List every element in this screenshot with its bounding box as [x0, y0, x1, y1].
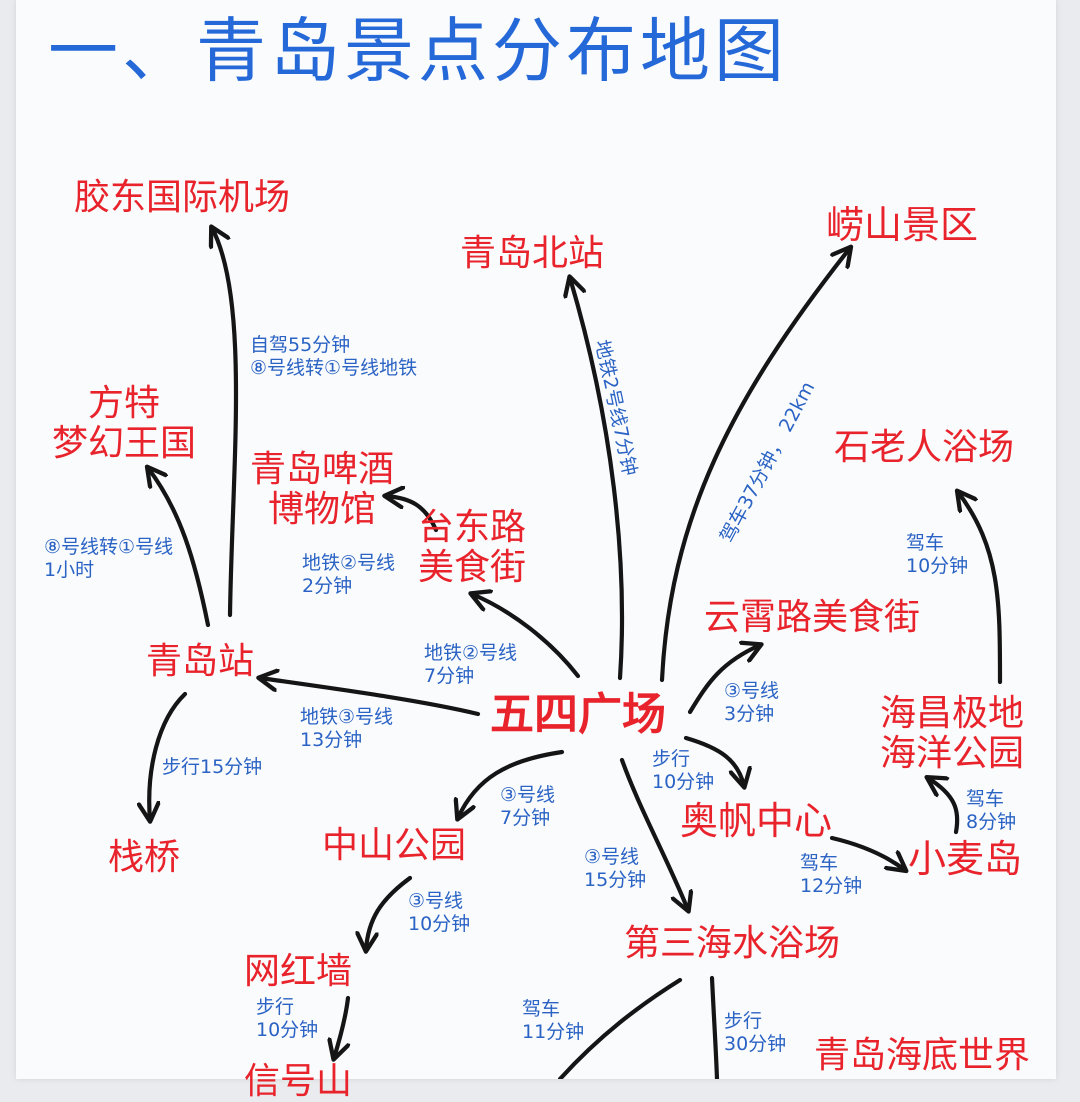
arrow-wusi-to-yunxiao	[687, 645, 760, 715]
route-wall-to-bottom-line-2: 10分钟	[256, 1019, 319, 1041]
route-wusi-to-yunxiao: ③号线 3分钟	[724, 680, 779, 726]
route-wusi-to-yunxiao-line-1: ③号线	[724, 680, 780, 702]
node-haichang-line-2: 海洋公园	[880, 733, 1025, 775]
arrow-wusi-to-zhongshan	[458, 749, 565, 818]
arrow-wusi-to-station	[260, 678, 481, 717]
node-shilaoren: 石老人浴场	[834, 427, 1015, 468]
route-zhongshan-to-wall-line-2: 10分钟	[408, 913, 471, 935]
node-beer-museum: 青岛啤酒 博物馆	[250, 449, 395, 531]
route-wusi-to-yunxiao-line-2: 3分钟	[724, 703, 775, 725]
arrow-xiaomai-to-haichang	[928, 778, 960, 835]
route-station-to-fangte: ⑧号线转①号线 1小时	[44, 536, 173, 582]
route-aofan-to-xiaomai: 驾车 12分钟	[800, 852, 862, 898]
node-taidong-road: 台东路 美食街	[418, 507, 527, 589]
node-taidong-road-line-1: 台东路	[418, 507, 527, 548]
node-aofan: 奥帆中心	[680, 799, 833, 843]
route-third-beach-to-undersea: 步行 30分钟	[724, 1010, 786, 1056]
arrow-wusi-to-aofan	[683, 735, 744, 786]
arrow-wall-to-bottom	[334, 995, 348, 1058]
route-taidong-to-beer-line-1: 地铁②号线	[302, 552, 396, 574]
route-wall-to-bottom-line-1: 步行	[256, 996, 295, 1018]
route-haichang-to-shilaoren: 驾车 10分钟	[906, 532, 968, 578]
arrow-station-to-airport	[212, 228, 239, 618]
node-wanghong-wall: 网红墙	[244, 951, 353, 992]
route-taidong-to-beer-line-2: 2分钟	[302, 575, 353, 597]
node-haichang: 海昌极地 海洋公园	[880, 693, 1025, 775]
route-wusi-to-taidong-line-1: 地铁②号线	[424, 642, 518, 664]
arrow-thirdbeach-to-down	[709, 975, 720, 1079]
route-haichang-to-shilaoren-line-2: 10分钟	[906, 555, 969, 577]
node-zhongshan-park: 中山公园	[322, 825, 467, 866]
arrow-taidong-to-beer	[386, 496, 439, 533]
arrow-wusi-to-laoshan	[659, 248, 850, 683]
route-wusi-to-taidong-line-2: 7分钟	[424, 665, 475, 687]
route-third-beach-to-undersea-line-2: 30分钟	[724, 1033, 787, 1055]
node-jiaodong-airport: 胶东国际机场	[74, 177, 291, 218]
route-zhongshan-to-wall-line-1: ③号线	[408, 890, 464, 912]
route-xiaomai-to-haichang-line-2: 8分钟	[966, 811, 1017, 833]
node-fangte: 方特 梦幻王国	[52, 383, 197, 465]
route-wusi-to-taidong: 地铁②号线 7分钟	[424, 642, 517, 688]
node-beer-museum-line-2: 博物馆	[268, 489, 377, 531]
route-wusi-to-zhongshan-line-1: ③号线	[500, 784, 556, 806]
route-station-to-airport-line-2: ⑧号线转①号线地铁	[250, 357, 418, 379]
arrow-layer	[0, 0, 1003, 1079]
route-wusi-to-third-beach: ③号线 15分钟	[584, 846, 646, 892]
arrow-station-to-fangte	[148, 468, 211, 628]
node-partial-bottom: 信号山	[244, 1061, 353, 1102]
node-beer-museum-line-1: 青岛啤酒	[250, 449, 395, 490]
arrow-thirdbeach-to-left	[557, 977, 683, 1079]
route-station-to-fangte-line-1: ⑧号线转①号线	[44, 536, 174, 558]
route-wusi-to-station-line-2: 13分钟	[300, 729, 363, 751]
route-third-beach-to-undersea-line-1: 步行	[724, 1010, 763, 1032]
arrow-station-to-zhanqiao	[149, 691, 188, 820]
arrow-wusi-to-north	[570, 278, 625, 681]
route-wusi-to-third-beach-line-1: ③号线	[584, 846, 640, 868]
route-aofan-to-xiaomai-line-1: 驾车	[800, 852, 839, 874]
node-fangte-line-1: 方特	[88, 383, 161, 424]
route-third-beach-to-left: 驾车 11分钟	[522, 998, 584, 1044]
route-wusi-to-zhongshan: ③号线 7分钟	[500, 784, 555, 830]
route-aofan-to-xiaomai-line-2: 12分钟	[800, 875, 863, 897]
route-taidong-to-beer: 地铁②号线 2分钟	[302, 552, 395, 598]
arrow-haichang-to-shilaoren	[958, 492, 1003, 685]
route-wusi-to-station-line-1: 地铁③号线	[300, 706, 394, 728]
route-station-to-zhanqiao: 步行15分钟	[162, 756, 263, 778]
paper-sheet	[16, 0, 1056, 1079]
page-title: 一、青岛景点分布地图	[48, 10, 788, 92]
route-third-beach-to-left-line-1: 驾车	[522, 998, 561, 1020]
arrow-wusi-to-thirdbeach	[619, 757, 688, 910]
node-yunxiao-road: 云霄路美食街	[704, 597, 921, 638]
node-xiaomai-island: 小麦岛	[908, 837, 1023, 881]
arrow-zhongshan-to-wall	[366, 875, 413, 950]
route-wusi-to-aofan: 步行 10分钟	[652, 748, 714, 794]
route-xiaomai-to-haichang: 驾车 8分钟	[966, 788, 1016, 834]
node-laoshan: 崂山景区	[826, 203, 979, 247]
route-station-to-airport-line-1: 自驾55分钟	[250, 334, 351, 356]
route-wusi-to-zhongshan-line-2: 7分钟	[500, 807, 551, 829]
route-wusi-to-aofan-line-2: 10分钟	[652, 771, 715, 793]
route-wusi-to-third-beach-line-2: 15分钟	[584, 869, 647, 891]
node-wusi-square: 五四广场	[490, 689, 666, 740]
node-qingdao-north-station: 青岛北站	[460, 233, 605, 274]
route-wall-to-bottom: 步行 10分钟	[256, 996, 318, 1042]
node-third-beach: 第三海水浴场	[624, 923, 841, 964]
route-station-to-fangte-line-2: 1小时	[44, 559, 95, 581]
arrow-aofan-to-xiaomai	[829, 835, 905, 870]
route-third-beach-to-left-line-2: 11分钟	[522, 1021, 585, 1043]
route-wusi-to-station: 地铁③号线 13分钟	[300, 706, 393, 752]
route-wusi-to-aofan-line-1: 步行	[652, 748, 691, 770]
node-haichang-line-1: 海昌极地	[880, 693, 1025, 734]
node-qingdao-station: 青岛站	[146, 641, 255, 682]
arrow-wusi-to-taidong	[472, 594, 581, 679]
route-station-to-airport: 自驾55分钟 ⑧号线转①号线地铁	[250, 334, 417, 380]
route-zhongshan-to-wall: ③号线 10分钟	[408, 890, 470, 936]
node-fangte-line-2: 梦幻王国	[52, 423, 197, 465]
node-taidong-road-line-2: 美食街	[418, 547, 527, 589]
route-xiaomai-to-haichang-line-1: 驾车	[966, 788, 1005, 810]
route-haichang-to-shilaoren-line-1: 驾车	[906, 532, 945, 554]
node-zhanqiao: 栈桥	[108, 837, 181, 878]
node-undersea-world: 青岛海底世界	[814, 1035, 1031, 1076]
